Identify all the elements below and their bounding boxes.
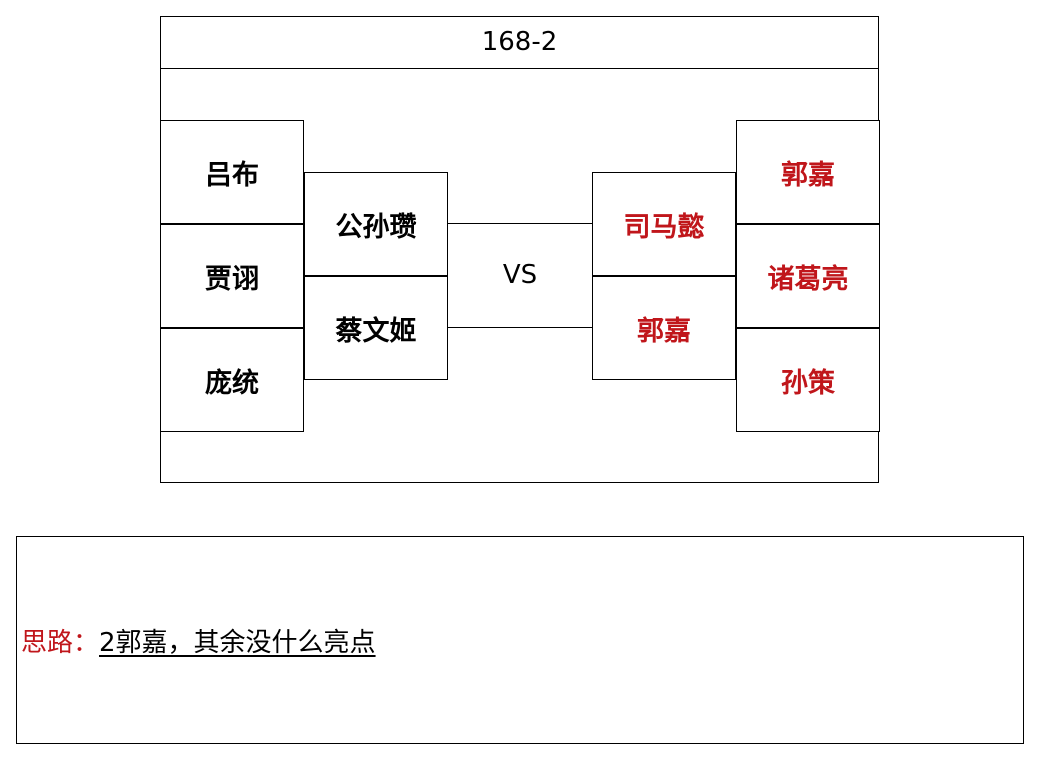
left-outer-3: 庞统 xyxy=(160,328,304,432)
right-outer-3: 孙策 xyxy=(736,328,880,432)
left-inner-1: 公孙瓒 xyxy=(304,172,448,276)
matchup-title: 168-2 xyxy=(160,16,879,69)
right-inner-2: 郭嘉 xyxy=(592,276,736,380)
right-outer-1: 郭嘉 xyxy=(736,120,880,224)
left-outer-1: 吕布 xyxy=(160,120,304,224)
vs-label: VS xyxy=(502,260,538,290)
connector-left-bottom xyxy=(448,327,592,328)
left-outer-2: 贾诩 xyxy=(160,224,304,328)
notes-text: 2郭嘉，其余没什么亮点 xyxy=(99,628,376,658)
connector-left-top xyxy=(448,223,592,224)
notes-box: 思路：2郭嘉，其余没什么亮点 xyxy=(16,536,1024,744)
left-inner-2: 蔡文姬 xyxy=(304,276,448,380)
notes-label: 思路： xyxy=(21,628,100,658)
right-inner-1: 司马懿 xyxy=(592,172,736,276)
notes-line: 思路：2郭嘉，其余没什么亮点 xyxy=(21,622,376,659)
right-outer-2: 诸葛亮 xyxy=(736,224,880,328)
